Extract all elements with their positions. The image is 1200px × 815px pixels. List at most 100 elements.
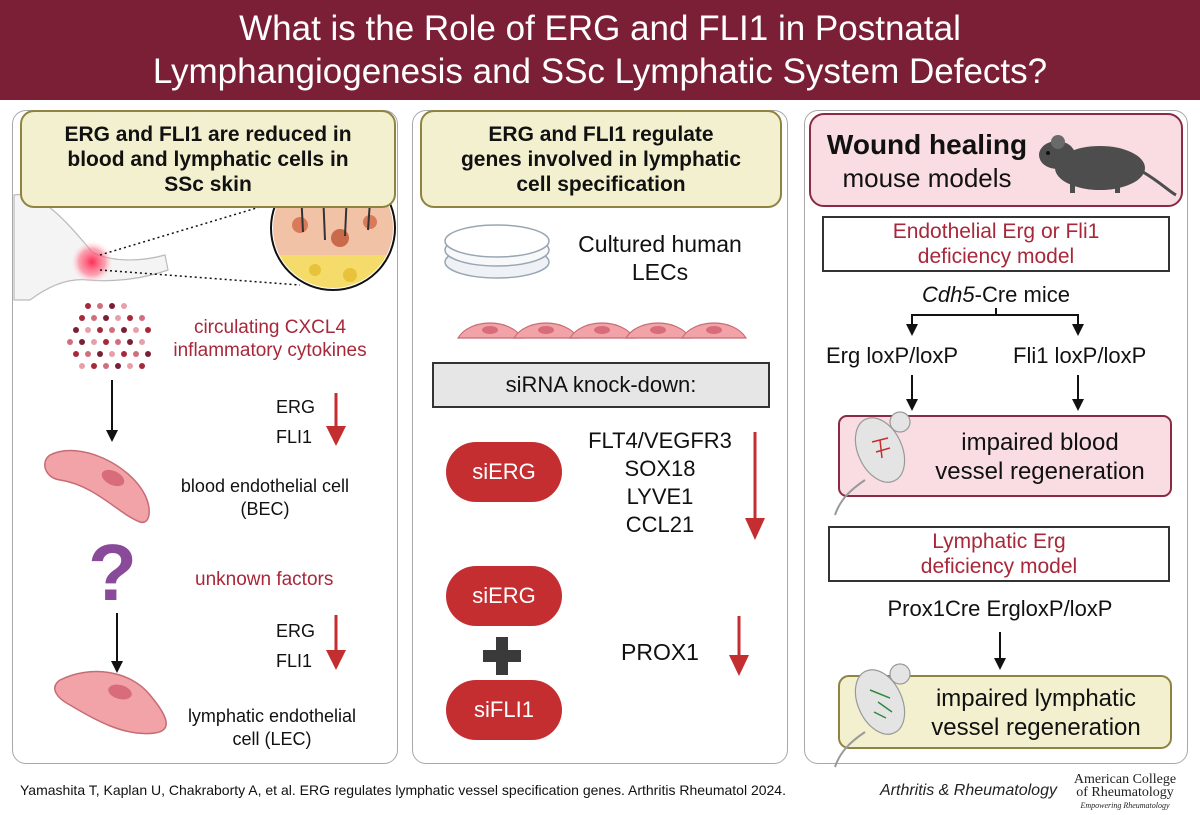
cytokine-dot — [109, 351, 115, 357]
title-banner: What is the Role of ERG and FLI1 in Post… — [0, 0, 1200, 100]
gene-sox18: SOX18 — [624, 456, 696, 481]
acr-logo: American College of Rheumatology Empower… — [1060, 773, 1190, 815]
cytokine-dots — [67, 303, 151, 369]
down-arrow-genes — [745, 432, 765, 540]
cytokine-dot — [103, 315, 109, 321]
cytokine-dot — [115, 363, 121, 369]
wound-healing-header: Wound healing mouse models — [812, 128, 1042, 194]
panel2-header-line-3: cell specification — [516, 172, 686, 196]
cytokine-dot — [91, 339, 97, 345]
cytokine-dot — [97, 327, 103, 333]
panel2-header-line-2: genes involved in lymphatic — [460, 147, 742, 171]
arm-illustration — [13, 193, 169, 301]
cytokine-dot — [145, 351, 151, 357]
prox1cre-label: Prox1Cre ErgloxP/loxP — [887, 596, 1113, 621]
endothelial-model-box: Endothelial Erg or Fli1 deficiency model — [822, 216, 1170, 272]
cytokine-dot — [73, 327, 79, 333]
knockdown-box-frame — [432, 362, 770, 408]
acr-logo-line-3: Empowering Rheumatology Professionals — [1080, 801, 1170, 815]
cytokine-dot — [145, 327, 151, 333]
question-mark-icon: ? — [88, 528, 137, 617]
lymph-result-line-1: impaired lymphatic — [935, 685, 1137, 712]
unknown-factors-label: unknown factors — [195, 569, 334, 590]
panel1-header: ERG and FLI1 are reduced in blood and ly… — [20, 110, 396, 208]
cytokine-dot — [79, 339, 85, 345]
cytokine-dot — [73, 351, 79, 357]
gene-ccl21: CCL21 — [625, 512, 695, 537]
panel2-header: ERG and FLI1 regulate genes involved in … — [420, 110, 782, 208]
bec-label: blood endothelial cell (BEC) — [165, 475, 365, 521]
lec-label-line-1: lymphatic endothelial — [187, 706, 357, 726]
down-arrow-prox1 — [729, 616, 749, 676]
cytokine-dot — [133, 327, 139, 333]
fli1-label-bec: FLI1 — [276, 427, 313, 447]
panel1-header-line-2: blood and lymphatic cells in — [67, 147, 349, 171]
erg-label-bec: ERG — [276, 397, 316, 417]
acr-logo-line-2: of Rheumatology — [1076, 785, 1174, 800]
fli1-label-lec: FLI1 — [276, 651, 313, 671]
cdh5-rest: -Cre mice — [974, 282, 1070, 307]
cytokine-dot — [115, 339, 121, 345]
mouse-lymph-illustration — [834, 663, 911, 768]
bec-label-line-1: blood endothelial cell — [180, 476, 350, 496]
erg-label-lec: ERG — [276, 621, 316, 641]
cytokine-dot — [127, 363, 133, 369]
knockdown-label: siRNA knock-down: — [505, 372, 697, 397]
erg-loxp-label: Erg loxP/loxP — [826, 343, 959, 368]
acr-logo-line-1: American College — [1073, 772, 1177, 787]
cytokine-dot — [97, 303, 103, 309]
cytokine-dot — [121, 303, 127, 309]
blood-result-frame — [838, 415, 1172, 497]
cultured-lec-cells — [456, 322, 748, 339]
cytokine-dot — [127, 339, 133, 345]
panel-gene-regulation — [412, 110, 788, 764]
zoom-line-bottom — [99, 269, 301, 286]
panel1-header-line-1: ERG and FLI1 are reduced in — [64, 122, 352, 146]
arrow-cdh5-to-fli1 — [996, 314, 1084, 336]
title-line-2: Lymphangiogenesis and SSc Lymphatic Syst… — [152, 52, 1048, 91]
blood-result-text: impaired blood vessel regeneration — [910, 428, 1170, 486]
cytokine-dot — [91, 315, 97, 321]
lymphatic-model-line-2: deficiency model — [920, 555, 1078, 578]
panel1-header-line-3: SSc skin — [164, 172, 252, 196]
cytokine-dot — [133, 351, 139, 357]
lec-cell-illustration — [54, 670, 167, 735]
sifli1-button: siFLI1 — [446, 680, 562, 740]
cytokine-dot — [91, 363, 97, 369]
lec-label: lymphatic endothelial cell (LEC) — [172, 705, 372, 751]
down-arrow-erg-fli1-bec — [326, 393, 346, 446]
gene-list: FLT4/VEGFR3 SOX18 LYVE1 CCL21 — [565, 427, 755, 539]
lymphatic-model-box: Lymphatic Erg deficiency model — [828, 526, 1170, 582]
cdh5-cre-label: Cdh5-Cre mice — [850, 282, 1142, 308]
lec-cell — [568, 322, 636, 339]
citation: Yamashita T, Kaplan U, Chakraborty A, et… — [20, 782, 786, 798]
cultured-lecs-label: Cultured human LECs — [560, 230, 760, 286]
wound-healing-title: Wound healing — [826, 129, 1028, 160]
down-arrow-erg-fli1-lec — [326, 615, 346, 670]
cytokine-dot — [127, 315, 133, 321]
cultured-line-2: LECs — [631, 259, 689, 285]
plus-icon — [483, 637, 521, 675]
prox1-label: PROX1 — [621, 639, 699, 665]
sierg-button-1: siERG — [446, 442, 562, 502]
lec-cell — [624, 322, 692, 339]
endothelial-model-line-2: deficiency model — [917, 245, 1075, 268]
circulating-line-2: inflammatory cytokines — [173, 340, 367, 361]
cytokine-dot — [79, 315, 85, 321]
cytokine-dot — [85, 327, 91, 333]
bec-label-line-2: (BEC) — [240, 499, 290, 519]
lec-cell — [512, 322, 580, 339]
gene-flt4: FLT4/VEGFR3 — [588, 428, 732, 453]
lymphatic-model-line-1: Lymphatic Erg — [932, 530, 1066, 553]
bec-cell-illustration — [44, 449, 150, 524]
cytokine-dot — [103, 363, 109, 369]
lec-cell — [680, 322, 748, 339]
lymph-result-text: impaired lymphatic vessel regeneration — [900, 684, 1172, 742]
lymph-result-line-2: vessel regeneration — [931, 714, 1141, 741]
gene-lyve1: LYVE1 — [626, 484, 694, 509]
lec-cell — [456, 322, 524, 339]
cdh5-italic: Cdh5 — [922, 282, 975, 307]
mouse-icon — [1039, 135, 1177, 197]
cytokine-dot — [115, 315, 121, 321]
